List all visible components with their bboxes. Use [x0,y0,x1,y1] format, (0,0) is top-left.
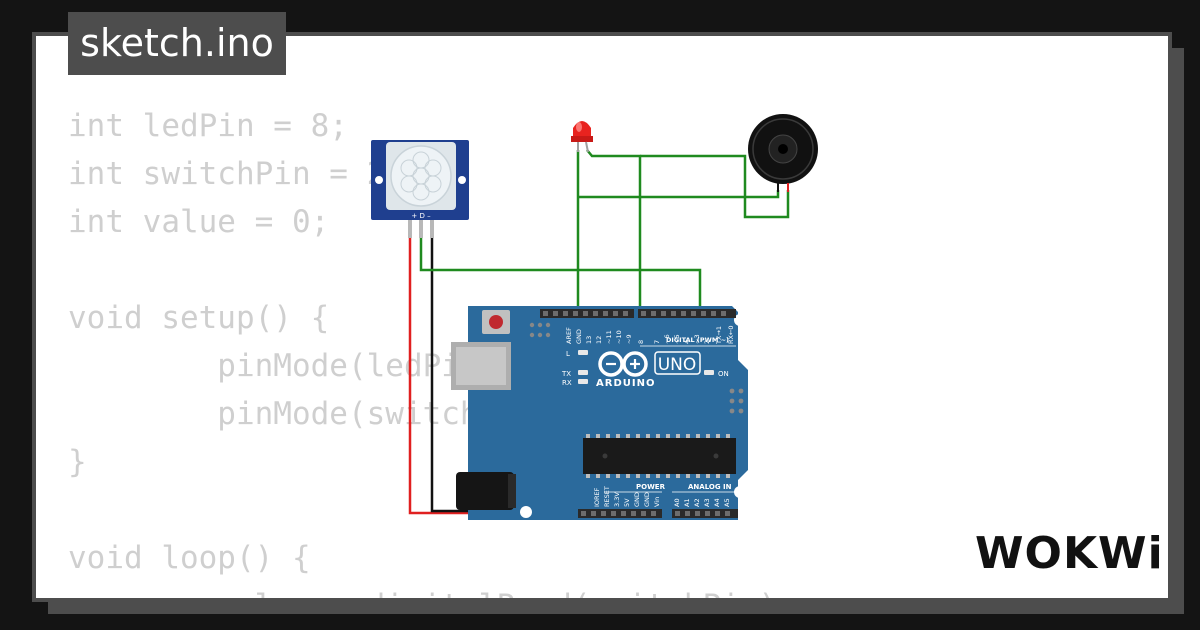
pin-label: ~3 [693,334,701,344]
pin-label: A5 [723,498,731,507]
pin-label: 4 [683,340,691,344]
wire-green-buzzer-gnd[interactable] [578,190,780,199]
code-line: int value = 0; [68,204,330,240]
pin-label: 7 [653,340,661,344]
pin-label: A3 [703,498,711,507]
pin-label: IOREF [593,487,601,507]
arduino-brand: ARDUINO [596,378,655,389]
pin-label: 8 [637,340,645,344]
pin-label: A4 [713,498,721,507]
pin-label: ~5 [673,334,681,344]
analog-header-label: ANALOG IN [688,483,732,491]
arduino-model: UNO [658,355,697,375]
microcontroller-chip [583,438,736,474]
piezo-buzzer[interactable] [748,114,818,192]
pin-label: 5V [623,498,631,507]
pir-sensor[interactable]: + D – [371,140,469,238]
wire-green-pir-signal[interactable] [419,222,702,312]
pin-label: 13 [585,336,593,344]
digital-header-label: DIGITAL (PWM ~) [666,336,729,344]
pin-label: ~6 [663,334,671,344]
code-line: void setup() { [68,300,330,336]
pin-label: 2 [703,340,711,344]
pin-label: GND [575,329,583,344]
pin-label: RESET [603,486,611,507]
pin-label: A0 [673,498,681,507]
arduino-uno-board[interactable]: AREF GND 13 12 ~11 ~10 ~9 8 7 ~6 ~5 4 ~3… [451,306,748,520]
led-l-label: L [566,350,570,358]
code-line: void loop() { [68,540,311,576]
led-rx-label: RX [562,379,572,387]
code-line: int ledPin = 8; [68,108,348,144]
power-jack [456,472,514,510]
pin-label: Vin [653,497,661,507]
pin-label: GND [633,492,641,507]
pin-label: 12 [595,336,603,344]
pin-label: ~9 [625,334,633,344]
pin-label: TX→1 [715,326,723,345]
arduino-infinity-logo [598,351,648,377]
pin-label: AREF [565,327,573,344]
pin-label: GND [643,492,651,507]
pin-label: A1 [683,498,691,507]
wokwi-logo: WOKWi [975,528,1164,579]
red-led[interactable] [571,121,593,153]
pin-label: ~11 [605,330,613,344]
pir-pin-labels: + D – [411,212,431,220]
pin-label: 3.3V [613,492,621,507]
pin-label: RX←0 [727,325,735,344]
power-header-label: POWER [636,483,666,491]
pin-label: A2 [693,498,701,507]
led-on-label: ON [718,370,729,378]
wire-green-led-signal[interactable] [586,149,642,312]
led-tx-label: TX [561,370,571,378]
code-line: } [68,444,87,480]
wire-green-buzzer-signal[interactable] [640,154,790,219]
code-line: value = digitalRead(switchPin); [68,582,796,598]
file-tab[interactable]: sketch.ino [68,12,286,75]
pin-label: ~10 [615,330,623,344]
